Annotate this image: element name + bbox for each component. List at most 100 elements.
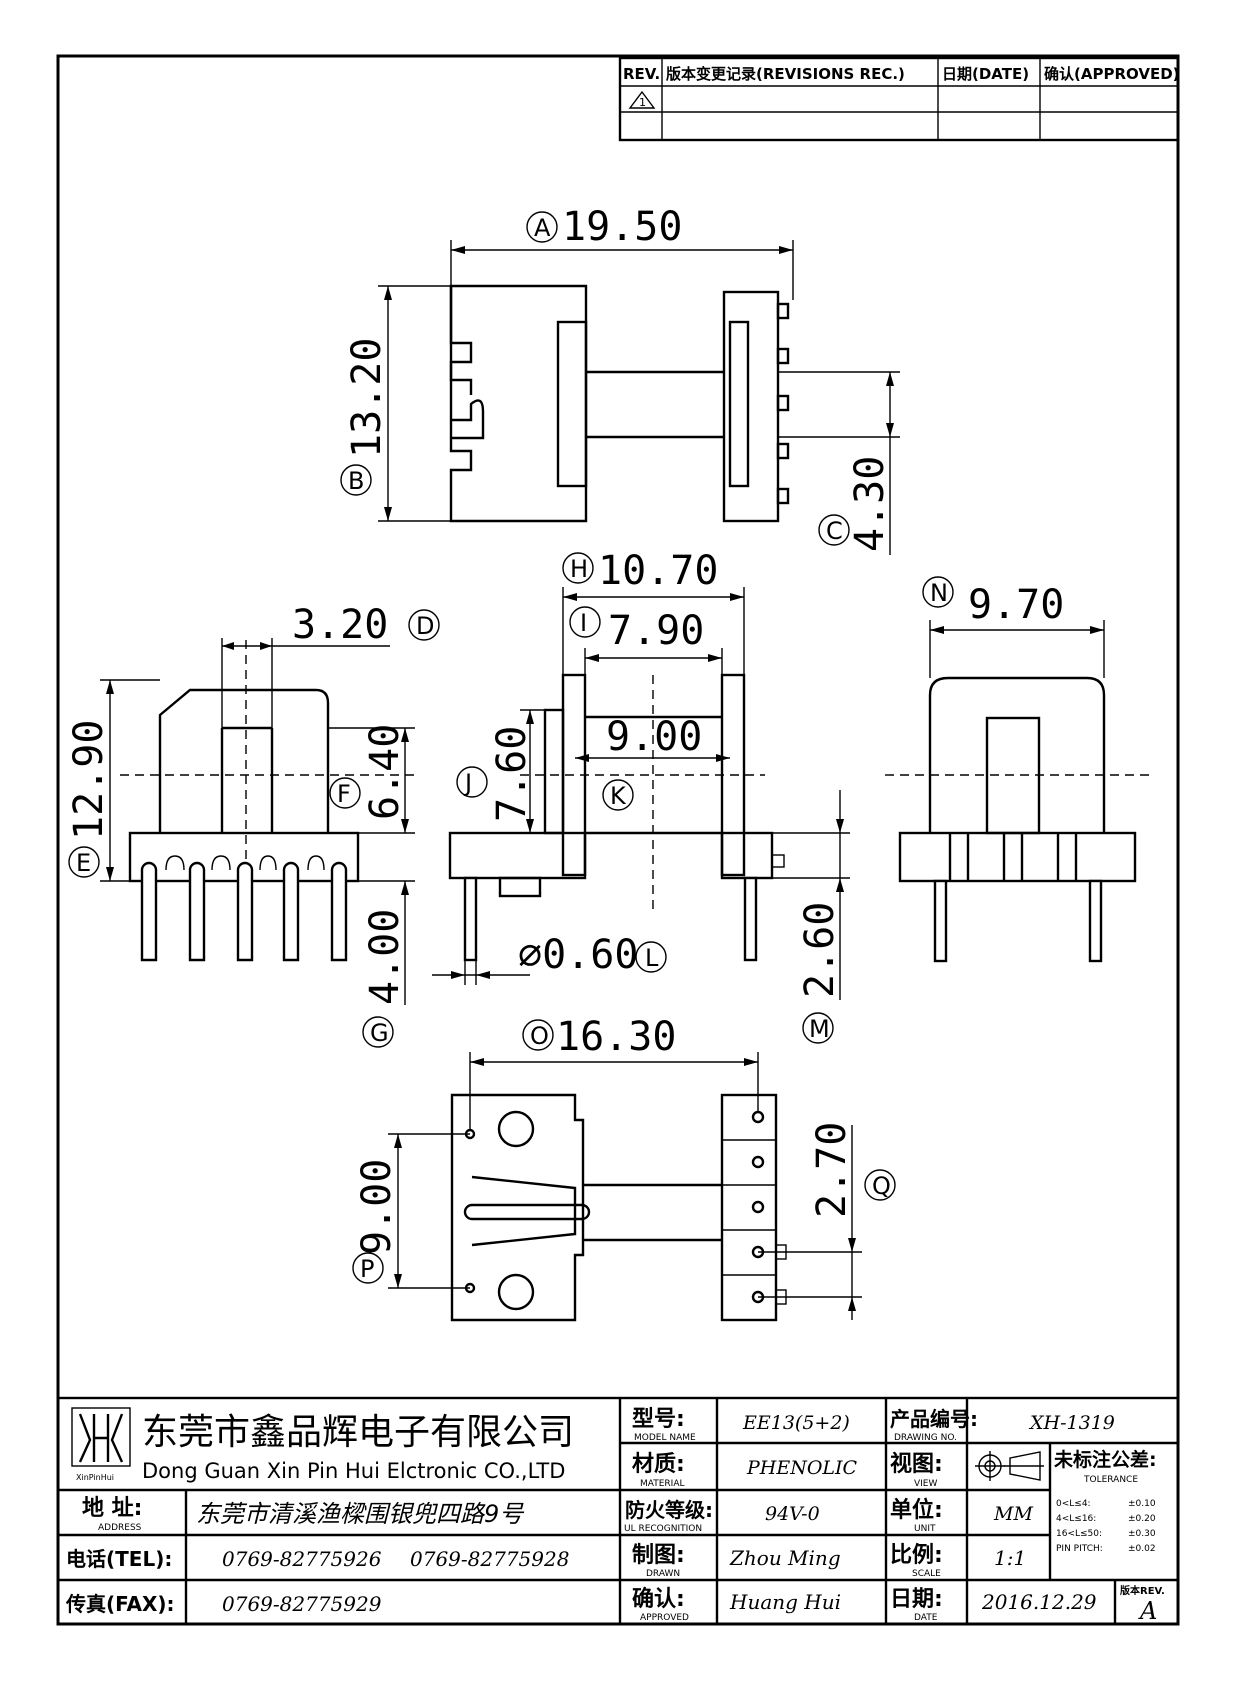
unit-label: 单位: xyxy=(890,1497,943,1523)
front-view xyxy=(100,638,420,1005)
date-label: 日期: xyxy=(890,1587,943,1612)
material-label-en: MATERIAL xyxy=(640,1479,685,1489)
dim-label-c: C 4.30 xyxy=(818,456,893,552)
drawing-no-label-en: DRAWING NO. xyxy=(894,1433,957,1443)
company-name-en: Dong Guan Xin Pin Hui Elctronic CO.,LTD xyxy=(142,1459,565,1483)
dim-label-n: N 9.70 xyxy=(922,576,1064,628)
dim-value-p: 9.00 xyxy=(354,1159,400,1255)
dim-label-q: Q 2.70 xyxy=(809,1122,896,1218)
dim-value-n: 9.70 xyxy=(968,582,1064,628)
revisions-record-header: 版本变更记录(REVISIONS REC.) xyxy=(666,65,905,83)
dim-tag-o: O xyxy=(530,1022,549,1050)
dim-label-k: 9.00 K xyxy=(602,714,702,811)
ul-label: 防火等级: xyxy=(625,1498,713,1522)
approved-header: 确认(APPROVED) xyxy=(1044,65,1180,83)
tolerance-value-3: ±0.30 xyxy=(1128,1529,1156,1539)
tolerance-label-en: TOLERANCE xyxy=(1083,1475,1138,1485)
model-label-en: MODEL NAME xyxy=(634,1433,696,1443)
drawing-no-value: XH-1319 xyxy=(1028,1412,1115,1434)
tolerance-label: 未标注公差: xyxy=(1053,1448,1157,1471)
dim-label-a: A 19.50 xyxy=(526,204,682,250)
drawing-border xyxy=(56,54,1180,1626)
dim-tag-q: Q xyxy=(872,1172,891,1200)
dim-tag-b: B xyxy=(348,467,364,495)
material-label: 材质: xyxy=(632,1452,685,1477)
tel-value-2: 0769-82775928 xyxy=(410,1547,569,1571)
logo-text: XinPinHui xyxy=(76,1473,114,1482)
tel-label: 电话(TEL): xyxy=(66,1547,172,1571)
dim-value-l: ⌀0.60 xyxy=(518,932,638,978)
dim-label-l: ⌀0.60 L xyxy=(518,932,667,978)
model-label: 型号: xyxy=(632,1407,685,1432)
address-label-en: ADDRESS xyxy=(98,1523,142,1533)
drawing-no-label: 产品编号: xyxy=(890,1407,978,1431)
dim-value-e: 12.90 xyxy=(66,720,112,840)
dim-tag-f: F xyxy=(337,780,351,808)
drawn-value: Zhou Ming xyxy=(729,1546,841,1570)
dim-value-h: 10.70 xyxy=(598,548,718,594)
company-logo: XinPinHui xyxy=(71,1407,131,1482)
ul-label-en: UL RECOGNITION xyxy=(624,1524,702,1534)
date-label-en: DATE xyxy=(914,1613,938,1623)
dim-value-f: 6.40 xyxy=(362,724,408,820)
dim-tag-e: E xyxy=(76,849,91,877)
approved-label: 确认: xyxy=(632,1586,685,1612)
date-value: 2016.12.29 xyxy=(981,1590,1097,1614)
drawn-label-en: DRAWN xyxy=(646,1569,680,1579)
dim-tag-l: L xyxy=(645,944,659,972)
dim-value-a: 19.50 xyxy=(562,204,682,250)
dim-label-p: P 9.00 xyxy=(352,1159,400,1284)
dim-tag-h: H xyxy=(570,555,588,583)
ul-value: 94V-0 xyxy=(765,1503,820,1525)
dim-label-j: J 7.60 xyxy=(456,726,535,822)
dim-value-j: 7.60 xyxy=(489,726,535,822)
fax-label: 传真(FAX): xyxy=(65,1592,175,1616)
model-value: EE13(5+2) xyxy=(742,1412,850,1434)
dim-tag-g: G xyxy=(370,1019,389,1047)
drawn-label: 制图: xyxy=(632,1543,685,1568)
side-view xyxy=(432,587,850,1000)
dim-value-g: 4.00 xyxy=(362,909,408,1005)
tolerance-value-2: ±0.20 xyxy=(1128,1514,1156,1524)
dim-label-h: H 10.70 xyxy=(562,548,718,594)
scale-label-en: SCALE xyxy=(912,1569,941,1579)
dim-value-q: 2.70 xyxy=(809,1122,855,1218)
dim-tag-i: I xyxy=(580,609,587,637)
dim-value-d: 3.20 xyxy=(292,602,388,648)
top-view xyxy=(378,240,900,555)
pins-front xyxy=(140,855,348,962)
dim-value-b: 13.20 xyxy=(344,338,390,458)
tel-value-1: 0769-82775926 xyxy=(222,1547,382,1571)
revision-triangle-icon xyxy=(628,90,656,109)
material-value: PHENOLIC xyxy=(746,1457,858,1479)
address-label: 地 址: xyxy=(82,1496,142,1521)
tolerance-value-4: ±0.02 xyxy=(1128,1544,1156,1554)
dim-tag-a: A xyxy=(534,214,551,242)
dim-label-e: E 12.90 xyxy=(66,720,112,878)
dim-label-d: 3.20 D xyxy=(292,602,440,648)
dim-tag-c: C xyxy=(826,517,843,545)
dim-tag-d: D xyxy=(416,612,434,640)
revision-triangle-number: 1 xyxy=(639,96,646,109)
unit-label-en: UNIT xyxy=(914,1524,936,1534)
approved-value: Huang Hui xyxy=(729,1590,841,1614)
view-label-en: VIEW xyxy=(914,1479,937,1489)
tolerance-range-1: 0<L≤4: xyxy=(1056,1499,1091,1509)
bottom-view xyxy=(388,1052,862,1322)
dim-tag-j: J xyxy=(463,769,472,797)
scale-value: 1:1 xyxy=(994,1546,1026,1570)
dim-value-i: 7.90 xyxy=(608,608,704,654)
dim-value-k: 9.00 xyxy=(606,714,702,760)
dim-label-b: B 13.20 xyxy=(340,338,390,496)
rev-value: A xyxy=(1138,1597,1157,1625)
dim-label-m: 2.60 M xyxy=(797,902,843,1044)
dim-tag-n: N xyxy=(930,579,948,607)
fax-value: 0769-82775929 xyxy=(222,1592,382,1616)
revision-table: REV. 版本变更记录(REVISIONS REC.) 日期(DATE) 确认(… xyxy=(618,56,1180,142)
end-view xyxy=(885,620,1150,963)
projection-symbol-icon xyxy=(975,1451,1044,1481)
scale-label: 比例: xyxy=(890,1543,943,1568)
dim-label-f: F 6.40 xyxy=(329,724,408,820)
dim-label-o: O 16.30 xyxy=(522,1014,676,1060)
